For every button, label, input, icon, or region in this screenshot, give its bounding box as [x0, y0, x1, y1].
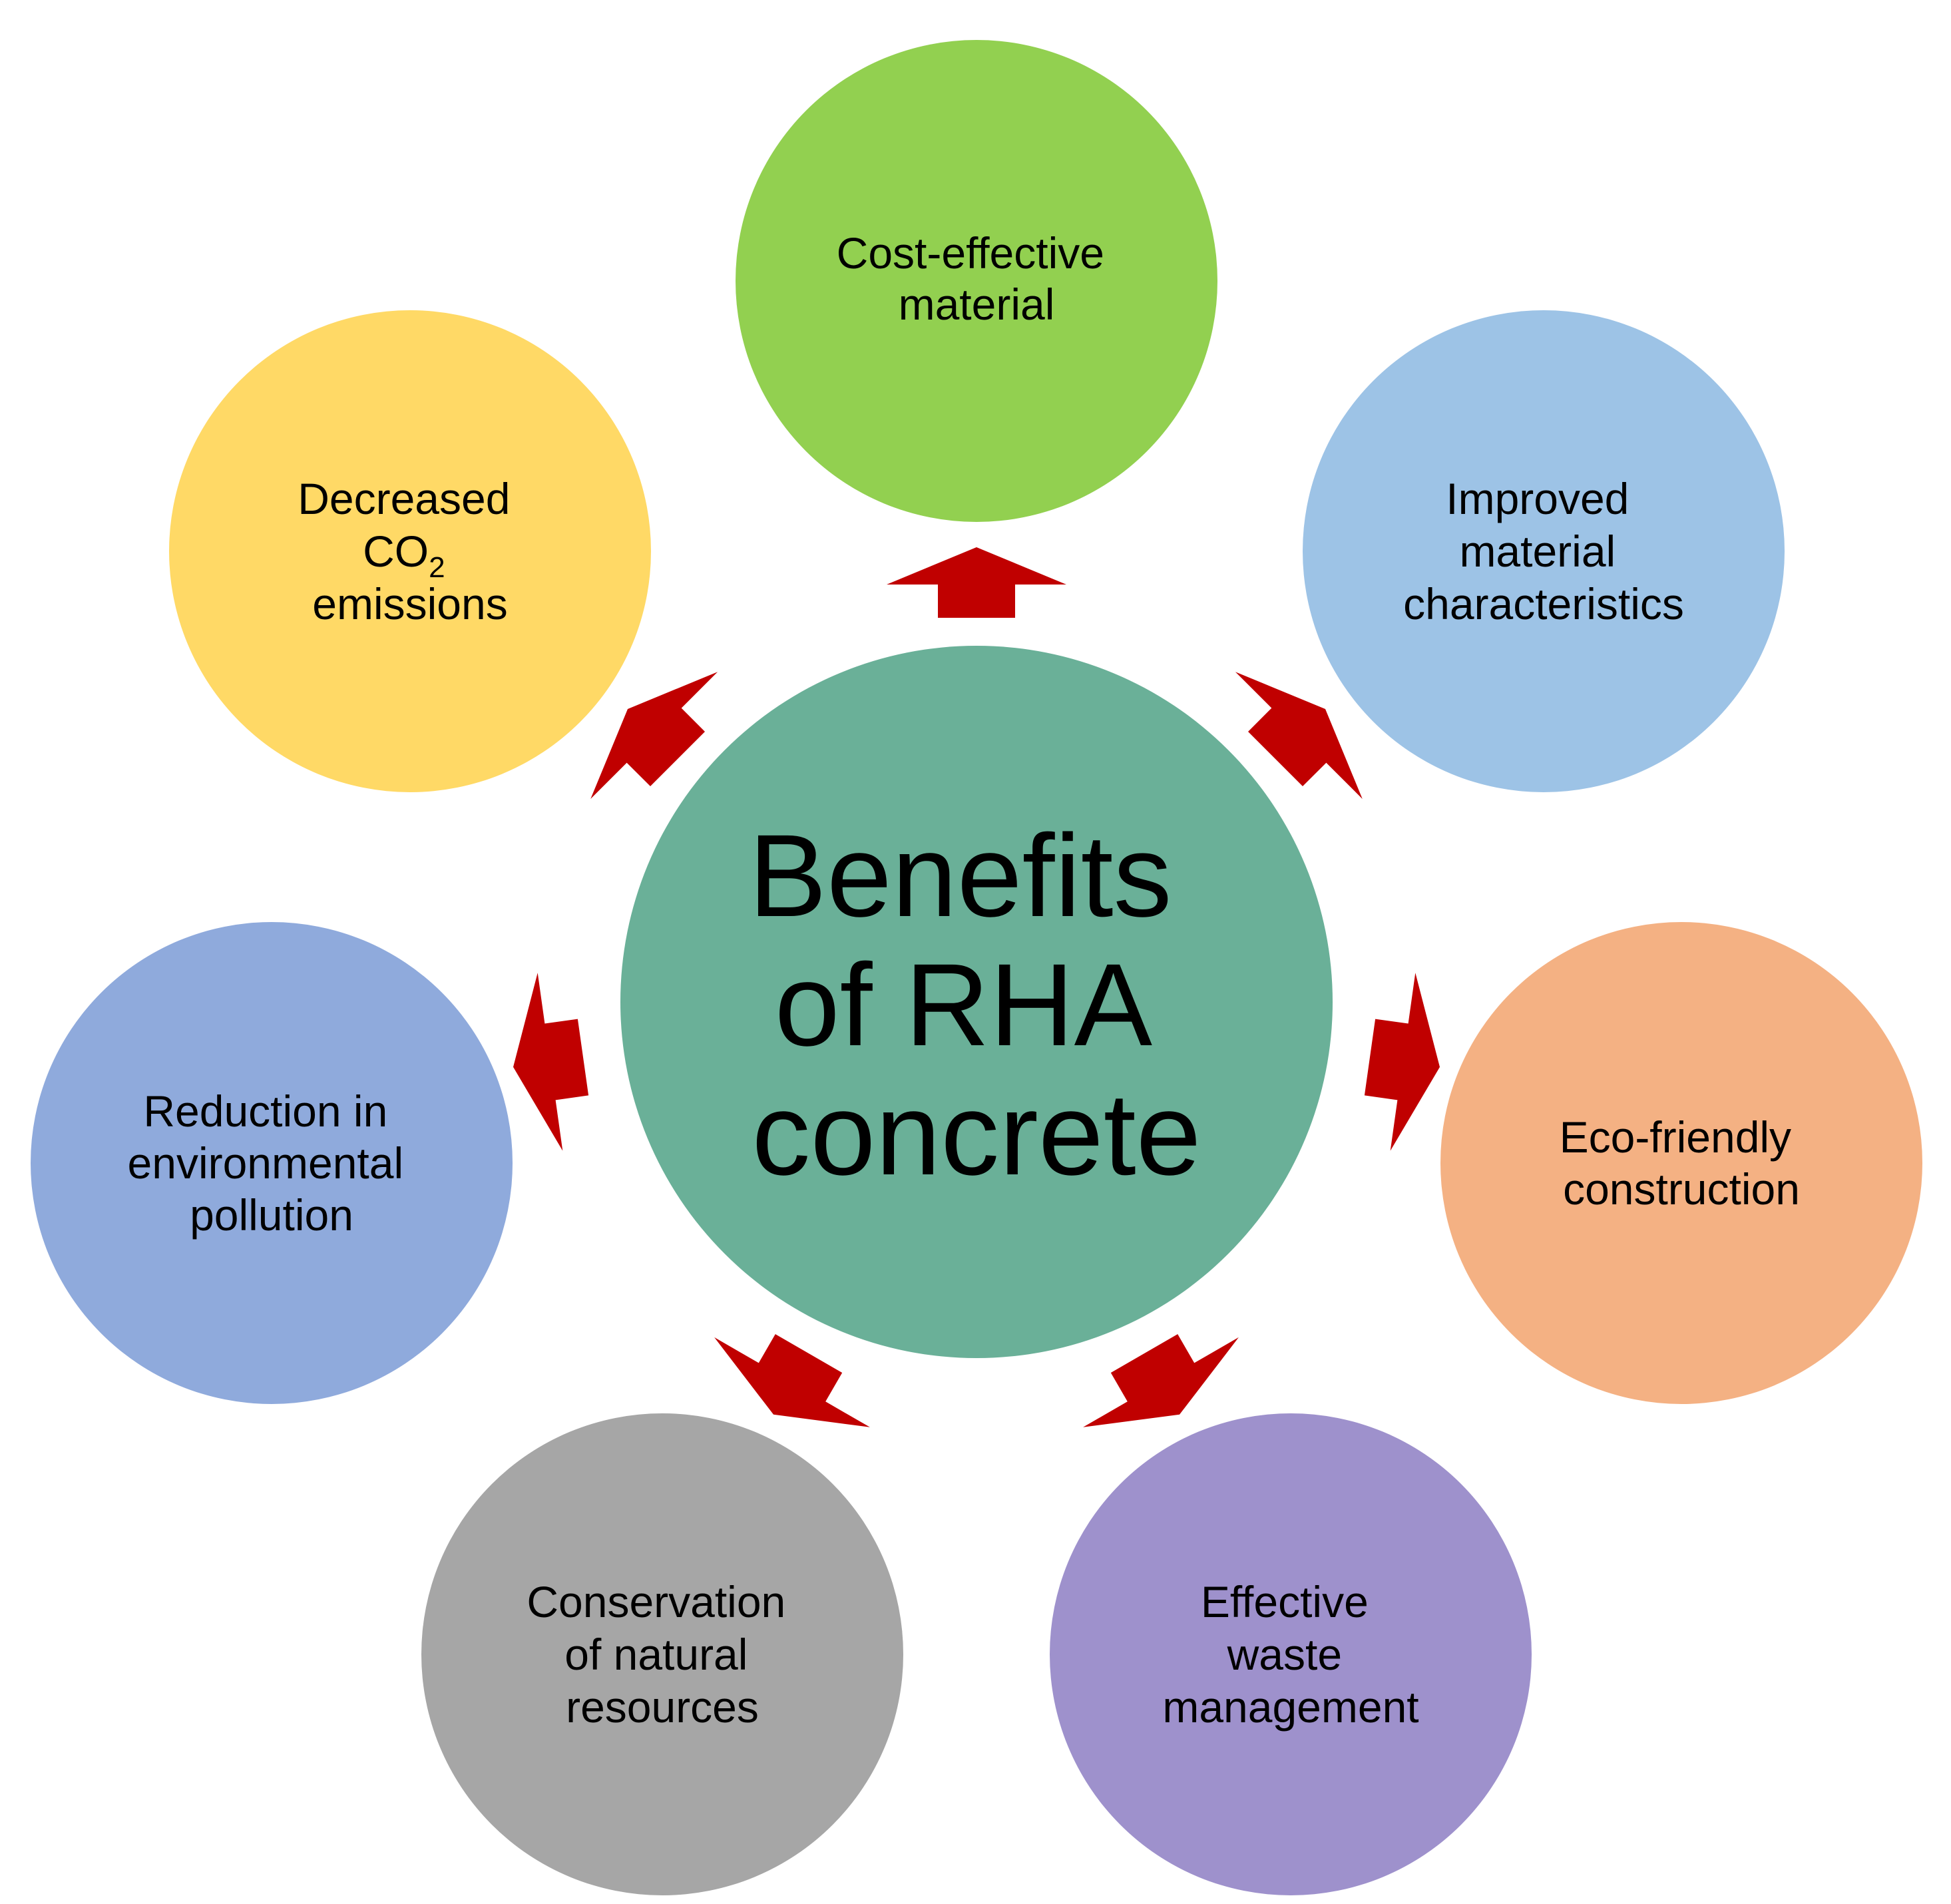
arrow-conservation — [714, 1334, 870, 1427]
benefit-circle — [736, 40, 1217, 522]
arrow-eco-friendly — [1364, 973, 1440, 1151]
arrow-cost-effective — [887, 547, 1066, 618]
benefit-node-conservation: Conservation of natural resources — [421, 1413, 903, 1895]
benefit-circle — [1303, 310, 1785, 792]
arrow-decreased-co2 — [590, 672, 718, 800]
arrow-reduction-pollution — [513, 973, 589, 1151]
benefit-circle — [1050, 1413, 1532, 1895]
arrows — [513, 547, 1440, 1427]
benefit-node-cost-effective: Cost-effective material — [736, 40, 1217, 522]
benefit-node-improved-material: Improved material characteristics — [1303, 310, 1785, 792]
benefit-label: Reduction in environmental pollution — [128, 1086, 416, 1240]
center-label: Benefits of RHA concrete — [749, 811, 1205, 1200]
benefit-circle — [31, 922, 513, 1404]
center-node: Benefits of RHA concrete — [620, 646, 1333, 1358]
arrow-effective-waste — [1083, 1334, 1239, 1427]
benefit-label: Effective waste management — [1162, 1577, 1418, 1732]
co2-line: CO2 — [363, 527, 445, 584]
center-label-line-3: concrete — [752, 1069, 1201, 1200]
benefit-label: Decreased CO2 emissions — [298, 474, 523, 628]
benefit-node-reduction-pollution: Reduction in environmental pollution — [31, 922, 513, 1404]
benefit-label: Conservation of natural resources — [527, 1577, 797, 1732]
benefit-label: Cost-effective material — [837, 228, 1117, 329]
center-circle — [620, 646, 1333, 1358]
center-label-line-2: of RHA — [775, 940, 1153, 1071]
center-label-line-1: Benefits — [749, 811, 1172, 941]
benefit-circle — [421, 1413, 903, 1895]
benefit-node-eco-friendly: Eco-friendly construction — [1440, 922, 1922, 1404]
benefit-label: Eco-friendly construction — [1560, 1112, 1804, 1214]
benefit-node-decreased-co2: Decreased CO2 emissions — [169, 310, 651, 792]
benefit-circle — [169, 310, 651, 792]
benefit-circle — [1440, 922, 1922, 1404]
benefit-label: Improved material characteristics — [1403, 474, 1684, 628]
benefit-node-effective-waste: Effective waste management — [1050, 1413, 1532, 1895]
arrow-improved-material — [1235, 672, 1363, 800]
